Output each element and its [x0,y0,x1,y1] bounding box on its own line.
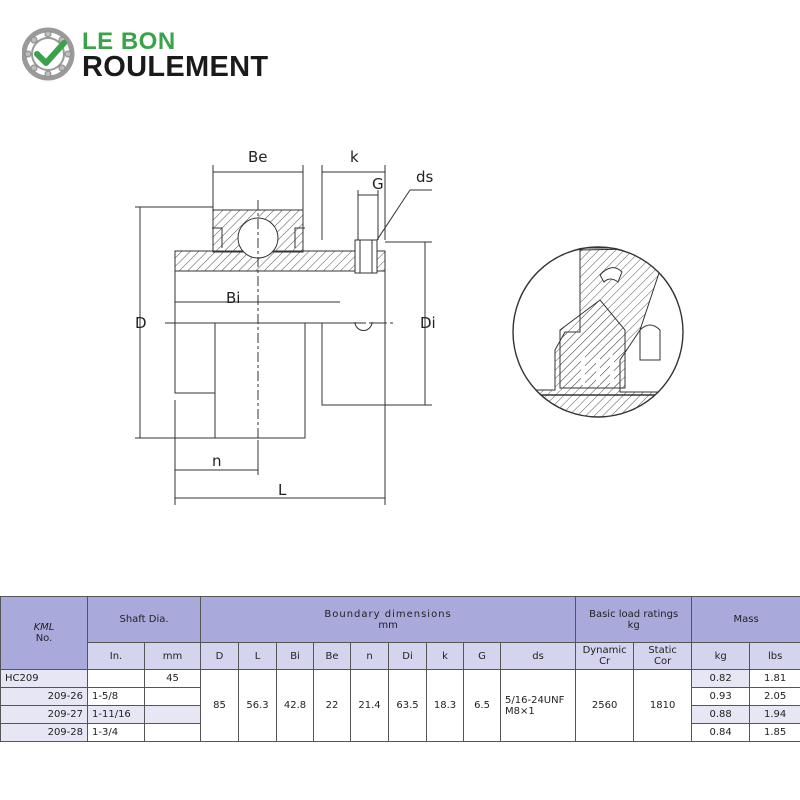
label-ds: ds [416,168,434,186]
subheader-L: L [238,642,278,670]
brand-logo: LE BON ROULEMENT [22,26,302,84]
subheader-n: n [350,642,390,670]
table-row: 209-28 1-3/4 0.84 1.85 [0,723,800,742]
cell-G: 6.5 [463,669,502,742]
subheader-k: k [426,642,465,670]
cell-model: 209-26 [0,687,88,706]
header-shaft-dia: Shaft Dia. [86,596,202,643]
label-k: k [350,148,359,166]
cell-inch [87,669,145,688]
subheader-in: In. [87,642,145,670]
label-Di: Di [420,314,436,332]
cell-Di: 63.5 [388,669,428,742]
cell-model: 209-28 [0,723,88,742]
cell-inch: 1-5/8 [87,687,145,706]
table-row: HC209 45 85 56.3 42.8 22 21.4 63.5 18.3 … [0,669,800,742]
cell-D: 85 [200,669,240,742]
cell-model: 209-27 [0,705,88,724]
label-Bi: Bi [226,289,241,307]
subheader-Be: Be [313,642,352,670]
cell-inch: 1-11/16 [87,705,145,724]
subheader-Di: Di [388,642,428,670]
cell-lbs: 1.94 [749,705,800,724]
logo-text-line1: LE BON [82,28,176,55]
cell-Be: 22 [313,669,352,742]
cell-mm [143,723,202,742]
cell-Bi: 42.8 [276,669,315,742]
subheader-lbs: lbs [749,642,800,670]
logo-text-line2: ROULEMENT [82,51,269,83]
subheader-kg: kg [691,642,751,670]
cell-Cor: 1810 [633,669,693,742]
subheader-G: G [463,642,502,670]
cell-kg: 0.84 [691,723,751,742]
cell-mm: 45 [143,669,202,688]
header-mass: Mass [691,596,800,643]
bearing-check-icon [22,27,75,81]
bearing-technical-drawing [135,165,684,505]
label-n: n [212,452,222,470]
label-D: D [135,314,147,332]
subheader-ds: ds [500,642,577,670]
cell-mm [143,705,202,724]
cell-mm [143,687,202,706]
label-L: L [278,481,287,499]
cell-lbs: 2.05 [749,687,800,706]
cell-L: 56.3 [238,669,278,742]
cell-inch: 1-3/4 [87,723,145,742]
cell-lbs: 1.85 [749,723,800,742]
table-row: 209-26 1-5/8 0.93 2.05 [0,687,800,706]
cell-Cr: 2560 [575,669,635,742]
subheader-mm: mm [143,642,202,670]
subheader-Bi: Bi [276,642,315,670]
cell-lbs: 1.81 [749,669,800,688]
cell-kg: 0.88 [691,705,751,724]
cell-n: 21.4 [350,669,390,742]
cell-k: 18.3 [426,669,465,742]
cell-kg: 0.93 [691,687,751,706]
label-Be: Be [248,148,268,166]
cell-model: HC209 [0,669,88,688]
subheader-D: D [200,642,240,670]
cell-kg: 0.82 [691,669,751,688]
label-G: G [372,175,384,193]
